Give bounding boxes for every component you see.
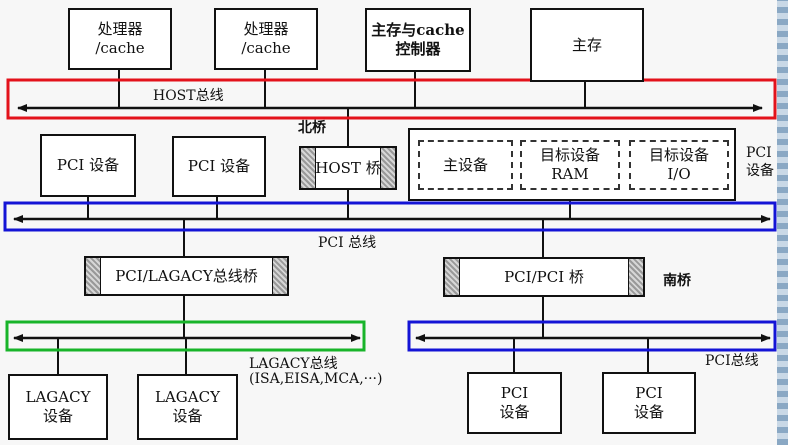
pci-bus-highlight [3,201,777,232]
pci-pci-bridge-hatch-right [628,259,643,295]
pci-bus2-highlight [407,320,777,352]
pci-device-box-1: PCI 设备 [40,134,136,197]
host-bus-highlight [6,78,777,120]
pci-lagacy-bridge-hatch-left [86,258,101,294]
lagacy-device-box-2: LAGACY 设备 [137,374,238,440]
main-memory-box: 主存 [530,8,644,82]
pci-pci-bridge-label: PCI/PCI 桥 [504,267,584,286]
south-bridge-label: 南桥 [663,273,691,289]
lagacy-bus-sub-label: (ISA,EISA,MCA,···) [249,371,383,387]
target-device-ram-box: 目标设备 RAM [520,140,620,190]
pci-device-box-4: PCI 设备 [602,372,696,434]
target-device-io-box: 目标设备 I/O [629,140,729,190]
host-bridge-label: HOST 桥 [315,158,381,177]
window-edge-strip [777,0,788,445]
processor-cache-box-2: 处理器 /cache [214,8,318,70]
pci-pci-bridge-hatch-left [445,259,460,295]
pci-lagacy-bridge-label: PCI/LAGACY总线桥 [115,266,258,285]
pci-device-box-2: PCI 设备 [172,136,266,197]
host-bridge-box: HOST 桥 [299,146,397,190]
pci-bus-label: PCI 总线 [318,235,377,251]
pci-pci-bridge-box: PCI/PCI 桥 [443,257,645,297]
host-bridge-hatch-right [380,148,395,188]
pci-lagacy-bridge-box: PCI/LAGACY总线桥 [84,256,289,296]
host-bridge-hatch-left [301,148,316,188]
pci-device-side-label: PCI 设备 [746,145,774,179]
pci-lagacy-bridge-hatch-right [272,258,287,294]
lagacy-bus-label: LAGACY总线 [249,356,338,372]
pci-device-box-3: PCI 设备 [467,372,562,434]
processor-cache-box-1: 处理器 /cache [68,8,172,70]
lagacy-device-box-1: LAGACY 设备 [8,374,108,440]
pci-bus2-label: PCI总线 [705,353,759,369]
lagacy-bus-highlight [5,320,366,352]
host-bus-label: HOST总线 [153,88,224,104]
master-device-box: 主设备 [418,140,513,190]
memory-cache-controller-box: 主存与cache 控制器 [365,8,471,72]
north-bridge-label: 北桥 [298,120,326,136]
vertical-connectors [57,70,649,374]
